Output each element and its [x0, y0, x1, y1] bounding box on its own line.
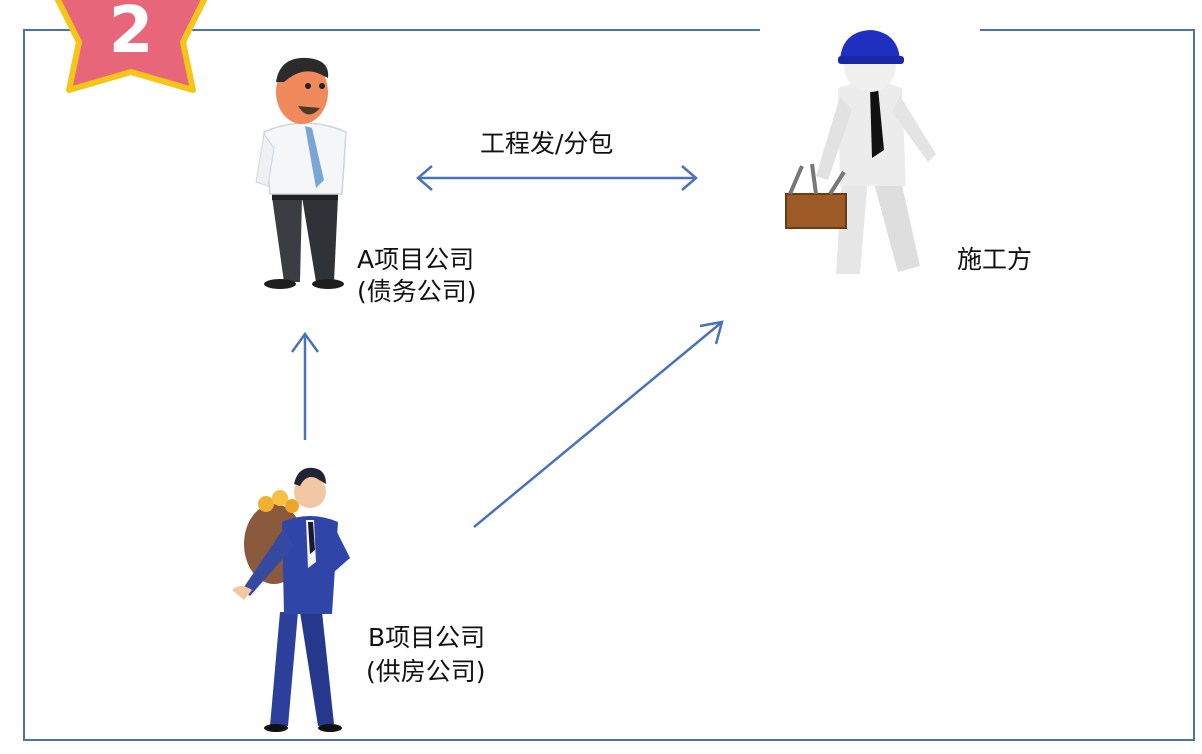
node-a-line1: A项目公司 — [357, 245, 475, 274]
badge-number: 2 — [109, 0, 154, 68]
edge-label-subcontract: 工程发/分包 — [480, 129, 614, 158]
arrow-b-to-a — [290, 331, 320, 440]
star-badge-icon: 2 — [54, 0, 208, 93]
diagram-frame — [23, 29, 1195, 741]
node-a-line2: (债务公司) — [357, 277, 477, 306]
businessman-with-money-bag-icon — [232, 467, 350, 732]
node-contractor-label: 施工方 — [957, 245, 1033, 274]
double-arrow-a-contractor — [416, 165, 698, 191]
arrow-b-to-contractor — [473, 320, 724, 528]
businessman-icon — [255, 57, 347, 289]
node-b-line1: B项目公司 — [368, 623, 486, 652]
construction-worker-icon — [760, 26, 980, 298]
node-b-line2: (供房公司) — [366, 657, 486, 686]
